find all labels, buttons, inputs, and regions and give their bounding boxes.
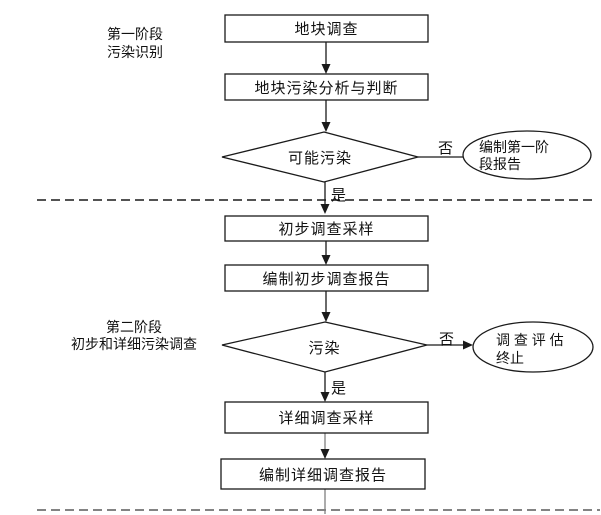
- phase1-report-label: 编制第一阶 段报告: [479, 139, 579, 173]
- phase1-report-label-line1: 编制第一阶: [479, 139, 549, 155]
- survey-end-label-line2: 终止: [496, 350, 524, 366]
- arrowhead-icon: [320, 204, 330, 214]
- phase1-label-line1: 第一阶段: [107, 26, 163, 42]
- phase2-label-line1: 第二阶段: [106, 319, 162, 335]
- decision1-yes-label: 是: [331, 187, 347, 204]
- arrowhead-icon: [321, 312, 331, 322]
- detailed-sampling-box: [224, 401, 429, 434]
- preliminary-report-label: 编制初步调查报告: [262, 270, 391, 288]
- possible-pollution-label: 可能污染: [287, 149, 352, 167]
- preliminary-sampling-label: 初步调查采样: [278, 221, 375, 238]
- arrowhead-icon: [321, 255, 331, 265]
- survey-end-label: 调 查 评 估 终止: [496, 331, 586, 367]
- possible-pollution-diamond: [221, 131, 421, 183]
- pollution-analysis-box: [224, 73, 429, 101]
- phase1-report-ellipse: [462, 130, 592, 180]
- decision2-no-label: 否: [439, 331, 455, 348]
- decision1-no-label: 否: [438, 140, 454, 157]
- arrowhead-icon: [321, 122, 331, 132]
- detailed-report-box: [220, 458, 426, 490]
- phase1-report-label-line2: 段报告: [479, 156, 521, 172]
- arrowhead-icon: [463, 340, 473, 350]
- site-survey-label: 地块调查: [294, 21, 359, 38]
- phase2-label-line2: 初步和详细污染调查: [71, 336, 197, 352]
- arrowhead-icon: [320, 392, 330, 402]
- detailed-sampling-label: 详细调查采样: [278, 410, 375, 427]
- survey-end-label-line1: 调 查 评 估: [496, 332, 564, 348]
- arrowhead-icon: [321, 64, 331, 74]
- pollution-diamond: [221, 321, 428, 373]
- phase2-label: 第二阶段 初步和详细污染调查: [55, 319, 213, 353]
- survey-end-ellipse: [472, 321, 594, 373]
- pollution-analysis-label: 地块污染分析与判断: [254, 79, 399, 97]
- arrowhead-icon: [320, 449, 330, 459]
- preliminary-report-box: [224, 264, 429, 292]
- phase1-label-line2: 污染识别: [107, 44, 163, 60]
- detailed-report-label: 编制详细调查报告: [258, 466, 387, 484]
- preliminary-sampling-box: [224, 215, 429, 242]
- pollution-label: 污染: [308, 339, 341, 357]
- site-survey-box: [224, 14, 429, 43]
- decision2-yes-label: 是: [331, 380, 347, 397]
- phase1-label: 第一阶段 污染识别: [85, 25, 185, 61]
